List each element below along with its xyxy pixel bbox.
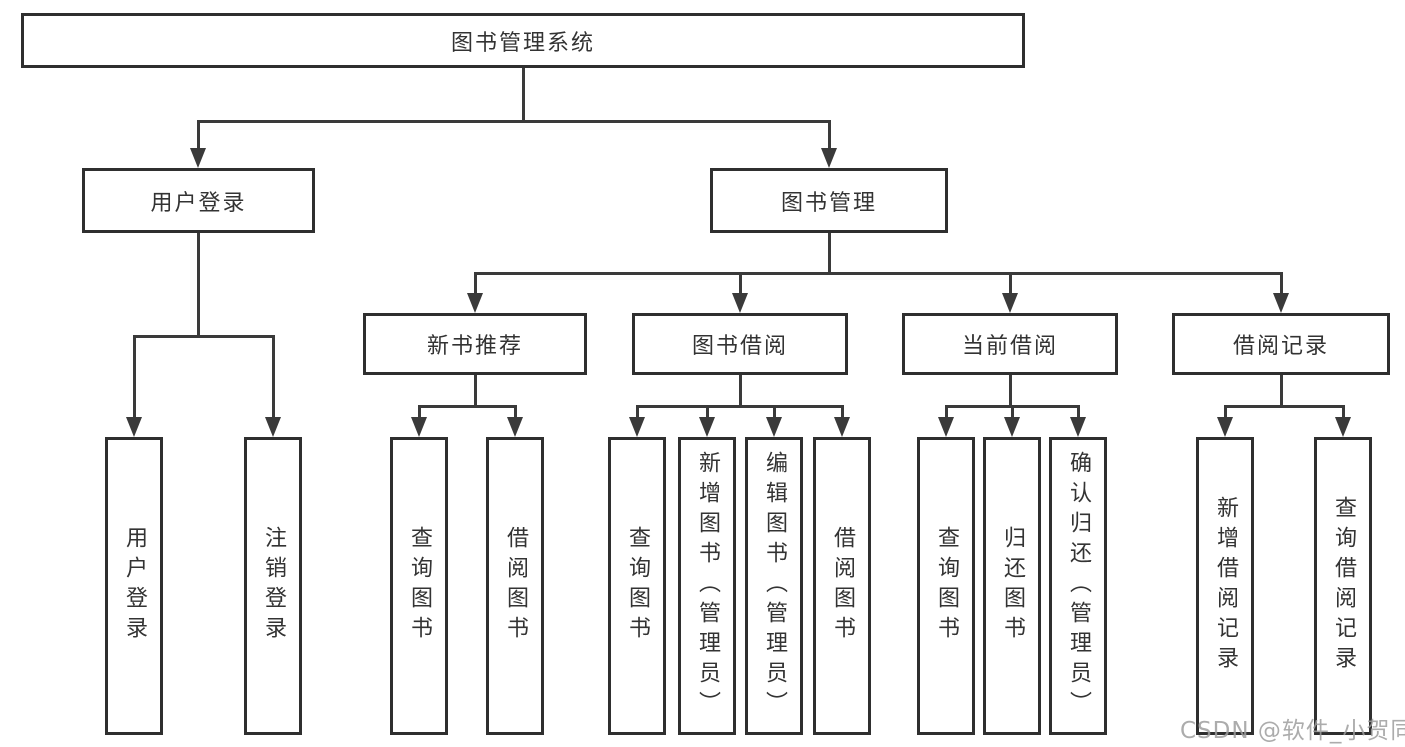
connector-drop-leaf	[773, 405, 776, 421]
connector-drop-leaf	[841, 405, 844, 421]
connector-root-bar	[197, 120, 831, 123]
connector-borrow-record-stem	[1280, 375, 1283, 407]
connector-drop-leaf	[418, 405, 421, 421]
connector-drop-user-login	[197, 120, 200, 152]
arrow-down-icon	[938, 417, 954, 437]
node-borrowing-records-label: 借阅记录	[1232, 334, 1329, 359]
leaf-borrow-books-1: 借阅图书	[486, 437, 544, 735]
node-book-borrowing: 图书借阅	[632, 313, 848, 375]
arrow-down-icon	[834, 417, 850, 437]
leaf-label: 注销登录	[261, 526, 286, 646]
leaf-label: 借阅图书	[830, 526, 855, 646]
arrow-down-icon	[766, 417, 782, 437]
arrow-down-icon	[699, 417, 715, 437]
leaf-label: 借阅图书	[503, 526, 528, 646]
node-book-management-label: 图书管理	[780, 190, 877, 216]
leaf-borrow-books-2: 借阅图书	[813, 437, 871, 735]
leaf-logout: 注销登录	[244, 437, 302, 735]
arrow-down-icon	[265, 417, 281, 437]
connector-drop-leaf	[706, 405, 709, 421]
connector-drop-leaf	[945, 405, 948, 421]
connector-drop-leaf	[1011, 405, 1014, 421]
leaf-add-borrow-record: 新增借阅记录	[1196, 437, 1254, 735]
connector-new-book-stem	[474, 375, 477, 407]
leaf-label: 确认归还（管理员）	[1066, 451, 1091, 721]
connector-root-stem	[522, 68, 525, 120]
node-current-borrowing: 当前借阅	[902, 313, 1118, 375]
node-book-borrowing-label: 图书借阅	[691, 334, 788, 359]
node-book-management: 图书管理	[710, 168, 948, 233]
leaf-label: 新增图书（管理员）	[695, 451, 720, 721]
node-user-login: 用户登录	[82, 168, 315, 233]
leaf-user-login: 用户登录	[105, 437, 163, 735]
connector-drop-book-borrow	[739, 272, 742, 298]
leaf-label: 查询图书	[407, 526, 432, 646]
node-root-label: 图书管理系统	[450, 30, 595, 56]
leaf-label: 查询图书	[625, 526, 650, 646]
arrow-down-icon	[629, 417, 645, 437]
node-root: 图书管理系统	[21, 13, 1025, 68]
csdn-watermark: CSDN @软件_小贺同学	[1180, 718, 1405, 744]
connector-new-book-bar	[418, 405, 517, 408]
connector-drop-leaf	[1077, 405, 1080, 421]
connector-drop-borrow-record	[1280, 272, 1283, 298]
connector-drop-book-mgmt	[828, 120, 831, 152]
arrow-down-icon	[411, 417, 427, 437]
arrow-down-icon	[507, 417, 523, 437]
leaf-label: 新增借阅记录	[1213, 496, 1238, 676]
leaf-query-books-2: 查询图书	[608, 437, 666, 735]
connector-book-mgmt-bar	[474, 272, 1283, 275]
node-borrowing-records: 借阅记录	[1172, 313, 1390, 375]
leaf-query-books-3: 查询图书	[917, 437, 975, 735]
arrow-down-icon	[1002, 293, 1018, 313]
node-new-book-recommend: 新书推荐	[363, 313, 587, 375]
arrow-down-icon	[1217, 417, 1233, 437]
node-current-borrowing-label: 当前借阅	[961, 334, 1058, 359]
connector-book-borrow-bar	[636, 405, 844, 408]
connector-book-borrow-stem	[739, 375, 742, 407]
connector-borrow-record-bar	[1224, 405, 1345, 408]
connector-drop-leaf	[636, 405, 639, 421]
leaf-query-books-1: 查询图书	[390, 437, 448, 735]
leaf-label: 归还图书	[1000, 526, 1025, 646]
leaf-return-books: 归还图书	[983, 437, 1041, 735]
leaf-edit-books-admin: 编辑图书（管理员）	[745, 437, 803, 735]
arrow-down-icon	[1335, 417, 1351, 437]
arrow-down-icon	[467, 293, 483, 313]
leaf-label: 编辑图书（管理员）	[762, 451, 787, 721]
leaf-label: 查询图书	[934, 526, 959, 646]
connector-drop-current-borrow	[1009, 272, 1012, 298]
node-user-login-label: 用户登录	[150, 190, 247, 216]
connector-current-borrow-stem	[1009, 375, 1012, 407]
leaf-query-borrow-record: 查询借阅记录	[1314, 437, 1372, 735]
connector-user-login-stem	[197, 232, 200, 336]
connector-book-mgmt-stem	[828, 233, 831, 274]
leaf-add-books-admin: 新增图书（管理员）	[678, 437, 736, 735]
leaf-confirm-return-admin: 确认归还（管理员）	[1049, 437, 1107, 735]
arrow-down-icon	[732, 293, 748, 313]
arrow-down-icon	[1004, 417, 1020, 437]
arrow-down-icon	[126, 417, 142, 437]
arrow-down-icon	[1070, 417, 1086, 437]
connector-drop-leaf	[1342, 405, 1345, 421]
connector-drop-leaf	[272, 335, 275, 421]
leaf-label: 查询借阅记录	[1331, 496, 1356, 676]
connector-drop-leaf	[514, 405, 517, 421]
leaf-label: 用户登录	[122, 526, 147, 646]
arrow-down-icon	[821, 148, 837, 168]
node-new-book-recommend-label: 新书推荐	[426, 334, 523, 359]
arrow-down-icon	[1273, 293, 1289, 313]
arrow-down-icon	[190, 148, 206, 168]
connector-drop-new-book	[474, 272, 477, 298]
connector-user-login-bar	[133, 335, 275, 338]
connector-drop-leaf	[133, 335, 136, 421]
connector-drop-leaf	[1224, 405, 1227, 421]
